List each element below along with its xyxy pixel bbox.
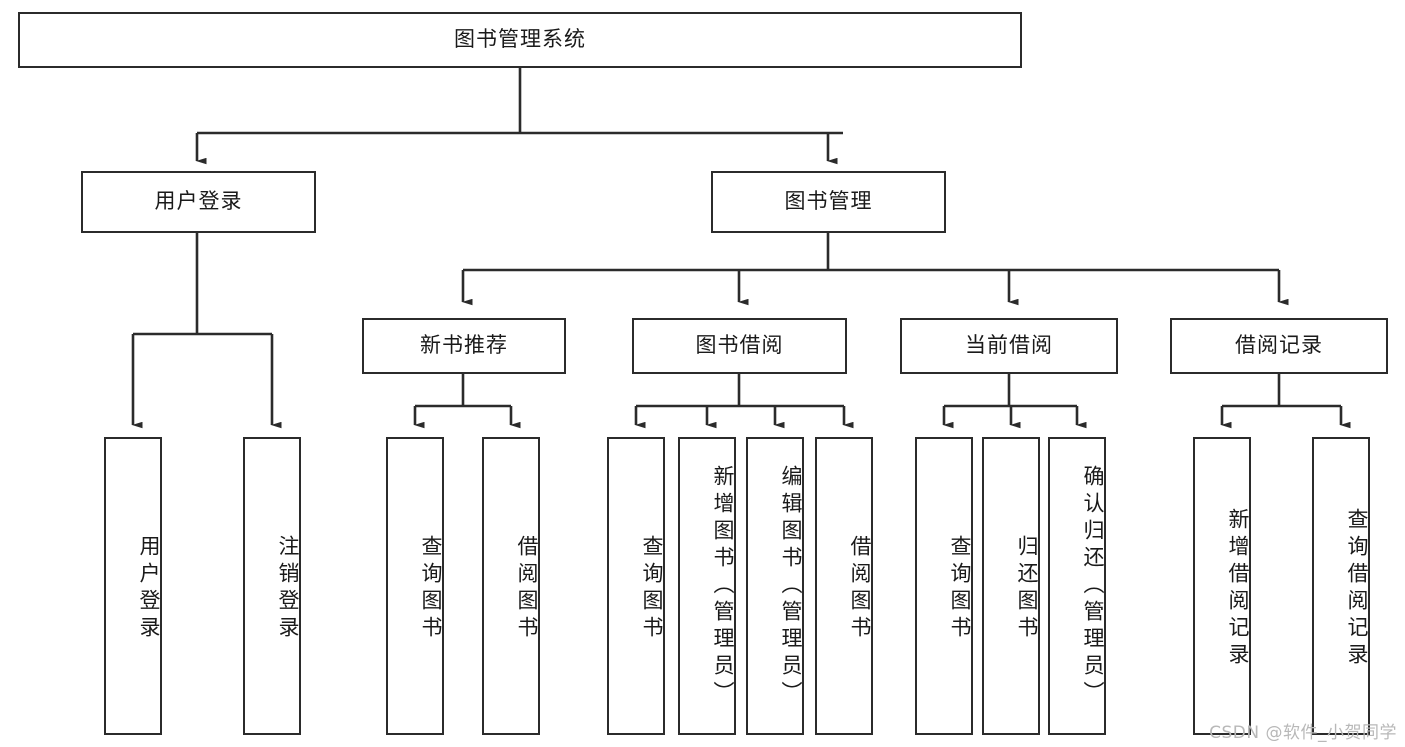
node-leaf-current-query-book[interactable]: 查询图书 <box>915 437 973 735</box>
node-new-book-recommend[interactable]: 新书推荐 <box>362 318 566 374</box>
node-leaf-user-login-label: 用户登录 <box>137 535 161 643</box>
node-current-borrow-label: 当前借阅 <box>965 333 1053 358</box>
node-book-borrow-label: 图书借阅 <box>695 333 784 358</box>
node-leaf-edit-book-admin[interactable]: 编辑图书（管理员） <box>746 437 804 735</box>
node-leaf-recommend-query-book-label: 查询图书 <box>419 535 443 643</box>
node-leaf-logout[interactable]: 注销登录 <box>243 437 301 735</box>
node-leaf-add-borrow-record[interactable]: 新增借阅记录 <box>1193 437 1251 735</box>
node-root-system[interactable]: 图书管理系统 <box>18 12 1022 68</box>
node-book-management-label: 图书管理 <box>784 189 873 214</box>
node-leaf-add-book-admin-label: 新增图书（管理员） <box>711 464 735 708</box>
node-leaf-query-borrow-record[interactable]: 查询借阅记录 <box>1312 437 1370 735</box>
node-leaf-add-borrow-record-label: 新增借阅记录 <box>1226 508 1250 670</box>
node-leaf-query-borrow-record-label: 查询借阅记录 <box>1345 508 1369 670</box>
node-leaf-edit-book-admin-label: 编辑图书（管理员） <box>779 464 803 708</box>
node-book-borrow[interactable]: 图书借阅 <box>632 318 847 374</box>
node-leaf-borrow-query-book-label: 查询图书 <box>640 535 664 643</box>
node-leaf-user-login[interactable]: 用户登录 <box>104 437 162 735</box>
node-new-book-recommend-label: 新书推荐 <box>420 333 508 358</box>
node-borrow-record[interactable]: 借阅记录 <box>1170 318 1388 374</box>
node-leaf-recommend-borrow-book[interactable]: 借阅图书 <box>482 437 540 735</box>
node-leaf-add-book-admin[interactable]: 新增图书（管理员） <box>678 437 736 735</box>
node-leaf-return-book[interactable]: 归还图书 <box>982 437 1040 735</box>
node-leaf-recommend-query-book[interactable]: 查询图书 <box>386 437 444 735</box>
node-root-system-label: 图书管理系统 <box>454 27 586 52</box>
node-leaf-confirm-return-admin-label: 确认归还（管理员） <box>1081 464 1105 708</box>
node-leaf-recommend-borrow-book-label: 借阅图书 <box>515 535 539 643</box>
node-current-borrow[interactable]: 当前借阅 <box>900 318 1118 374</box>
csdn-watermark: CSDN @软件_小贺同学 <box>1209 723 1397 743</box>
node-book-management[interactable]: 图书管理 <box>711 171 946 233</box>
node-leaf-return-book-label: 归还图书 <box>1015 535 1039 643</box>
node-user-login-label: 用户登录 <box>154 189 243 214</box>
node-leaf-borrow-borrow-book[interactable]: 借阅图书 <box>815 437 873 735</box>
node-leaf-borrow-query-book[interactable]: 查询图书 <box>607 437 665 735</box>
node-leaf-borrow-borrow-book-label: 借阅图书 <box>848 535 872 643</box>
node-leaf-current-query-book-label: 查询图书 <box>948 535 972 643</box>
node-leaf-confirm-return-admin[interactable]: 确认归还（管理员） <box>1048 437 1106 735</box>
node-user-login[interactable]: 用户登录 <box>81 171 316 233</box>
node-leaf-logout-label: 注销登录 <box>276 535 300 643</box>
node-borrow-record-label: 借阅记录 <box>1235 333 1323 358</box>
